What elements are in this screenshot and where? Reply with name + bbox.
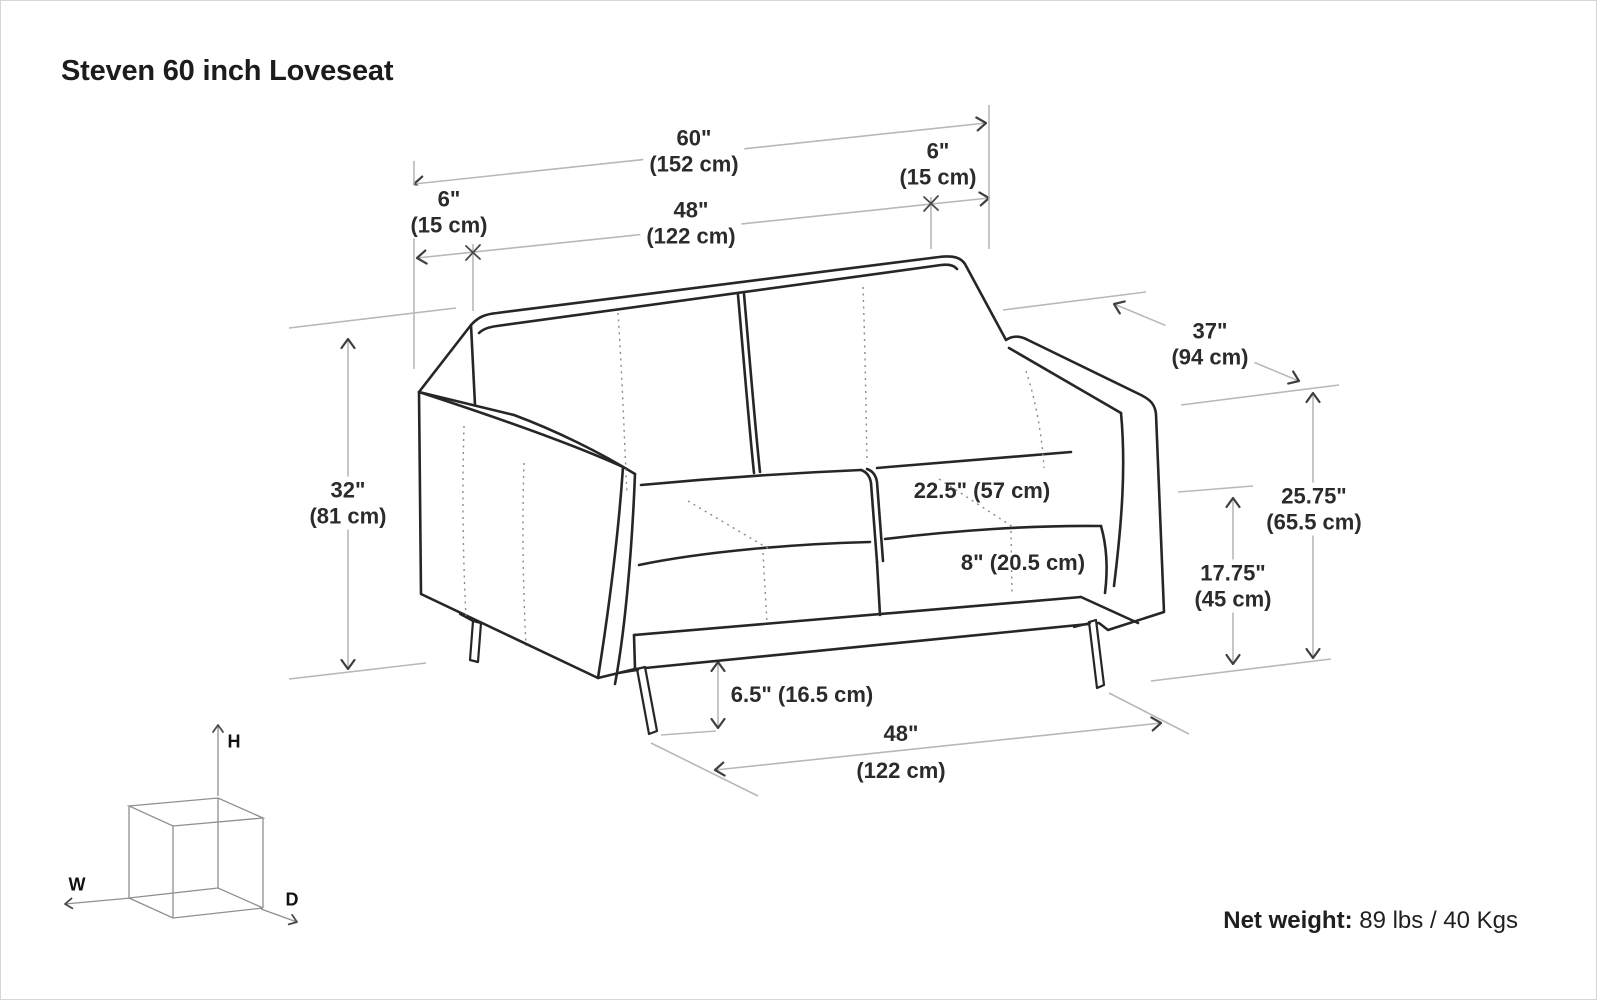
sofa-silhouette	[417, 255, 1166, 680]
net-weight-label: Net weight:	[1223, 907, 1353, 934]
label-interior-width: 48" (122 cm)	[640, 196, 742, 250]
label-left-arm-width: 6" (15 cm)	[404, 185, 494, 239]
label-overall-width: 60" (152 cm)	[643, 124, 745, 178]
label-right-arm-width: 6" (15 cm)	[893, 137, 983, 191]
label-arm-height: 25.75" (65.5 cm)	[1260, 482, 1368, 536]
orientation-cube	[64, 724, 298, 926]
page-title: Steven 60 inch Loveseat	[61, 55, 394, 87]
sofa-legs	[458, 612, 1106, 736]
net-weight: Net weight: 89 lbs / 40 Kgs	[1223, 907, 1518, 935]
net-weight-value: 89 lbs / 40 Kgs	[1359, 907, 1518, 934]
stitch-lines	[462, 286, 1045, 647]
label-seat-depth: 22.5" (57 cm)	[913, 478, 1051, 504]
sofa-drawing	[417, 255, 1166, 686]
axis-label-width: W	[68, 874, 86, 895]
label-base-width: 48" (122 cm)	[850, 720, 952, 784]
label-seat-height: 17.75" (45 cm)	[1188, 559, 1278, 613]
label-overall-height: 32" (81 cm)	[303, 476, 393, 530]
axis-label-height: H	[227, 731, 241, 752]
axis-label-depth: D	[285, 889, 299, 910]
label-seat-cushion-height: 8" (20.5 cm)	[960, 550, 1086, 576]
label-overall-depth: 37" (94 cm)	[1165, 317, 1255, 371]
label-leg-height: 6.5" (16.5 cm)	[730, 682, 874, 708]
